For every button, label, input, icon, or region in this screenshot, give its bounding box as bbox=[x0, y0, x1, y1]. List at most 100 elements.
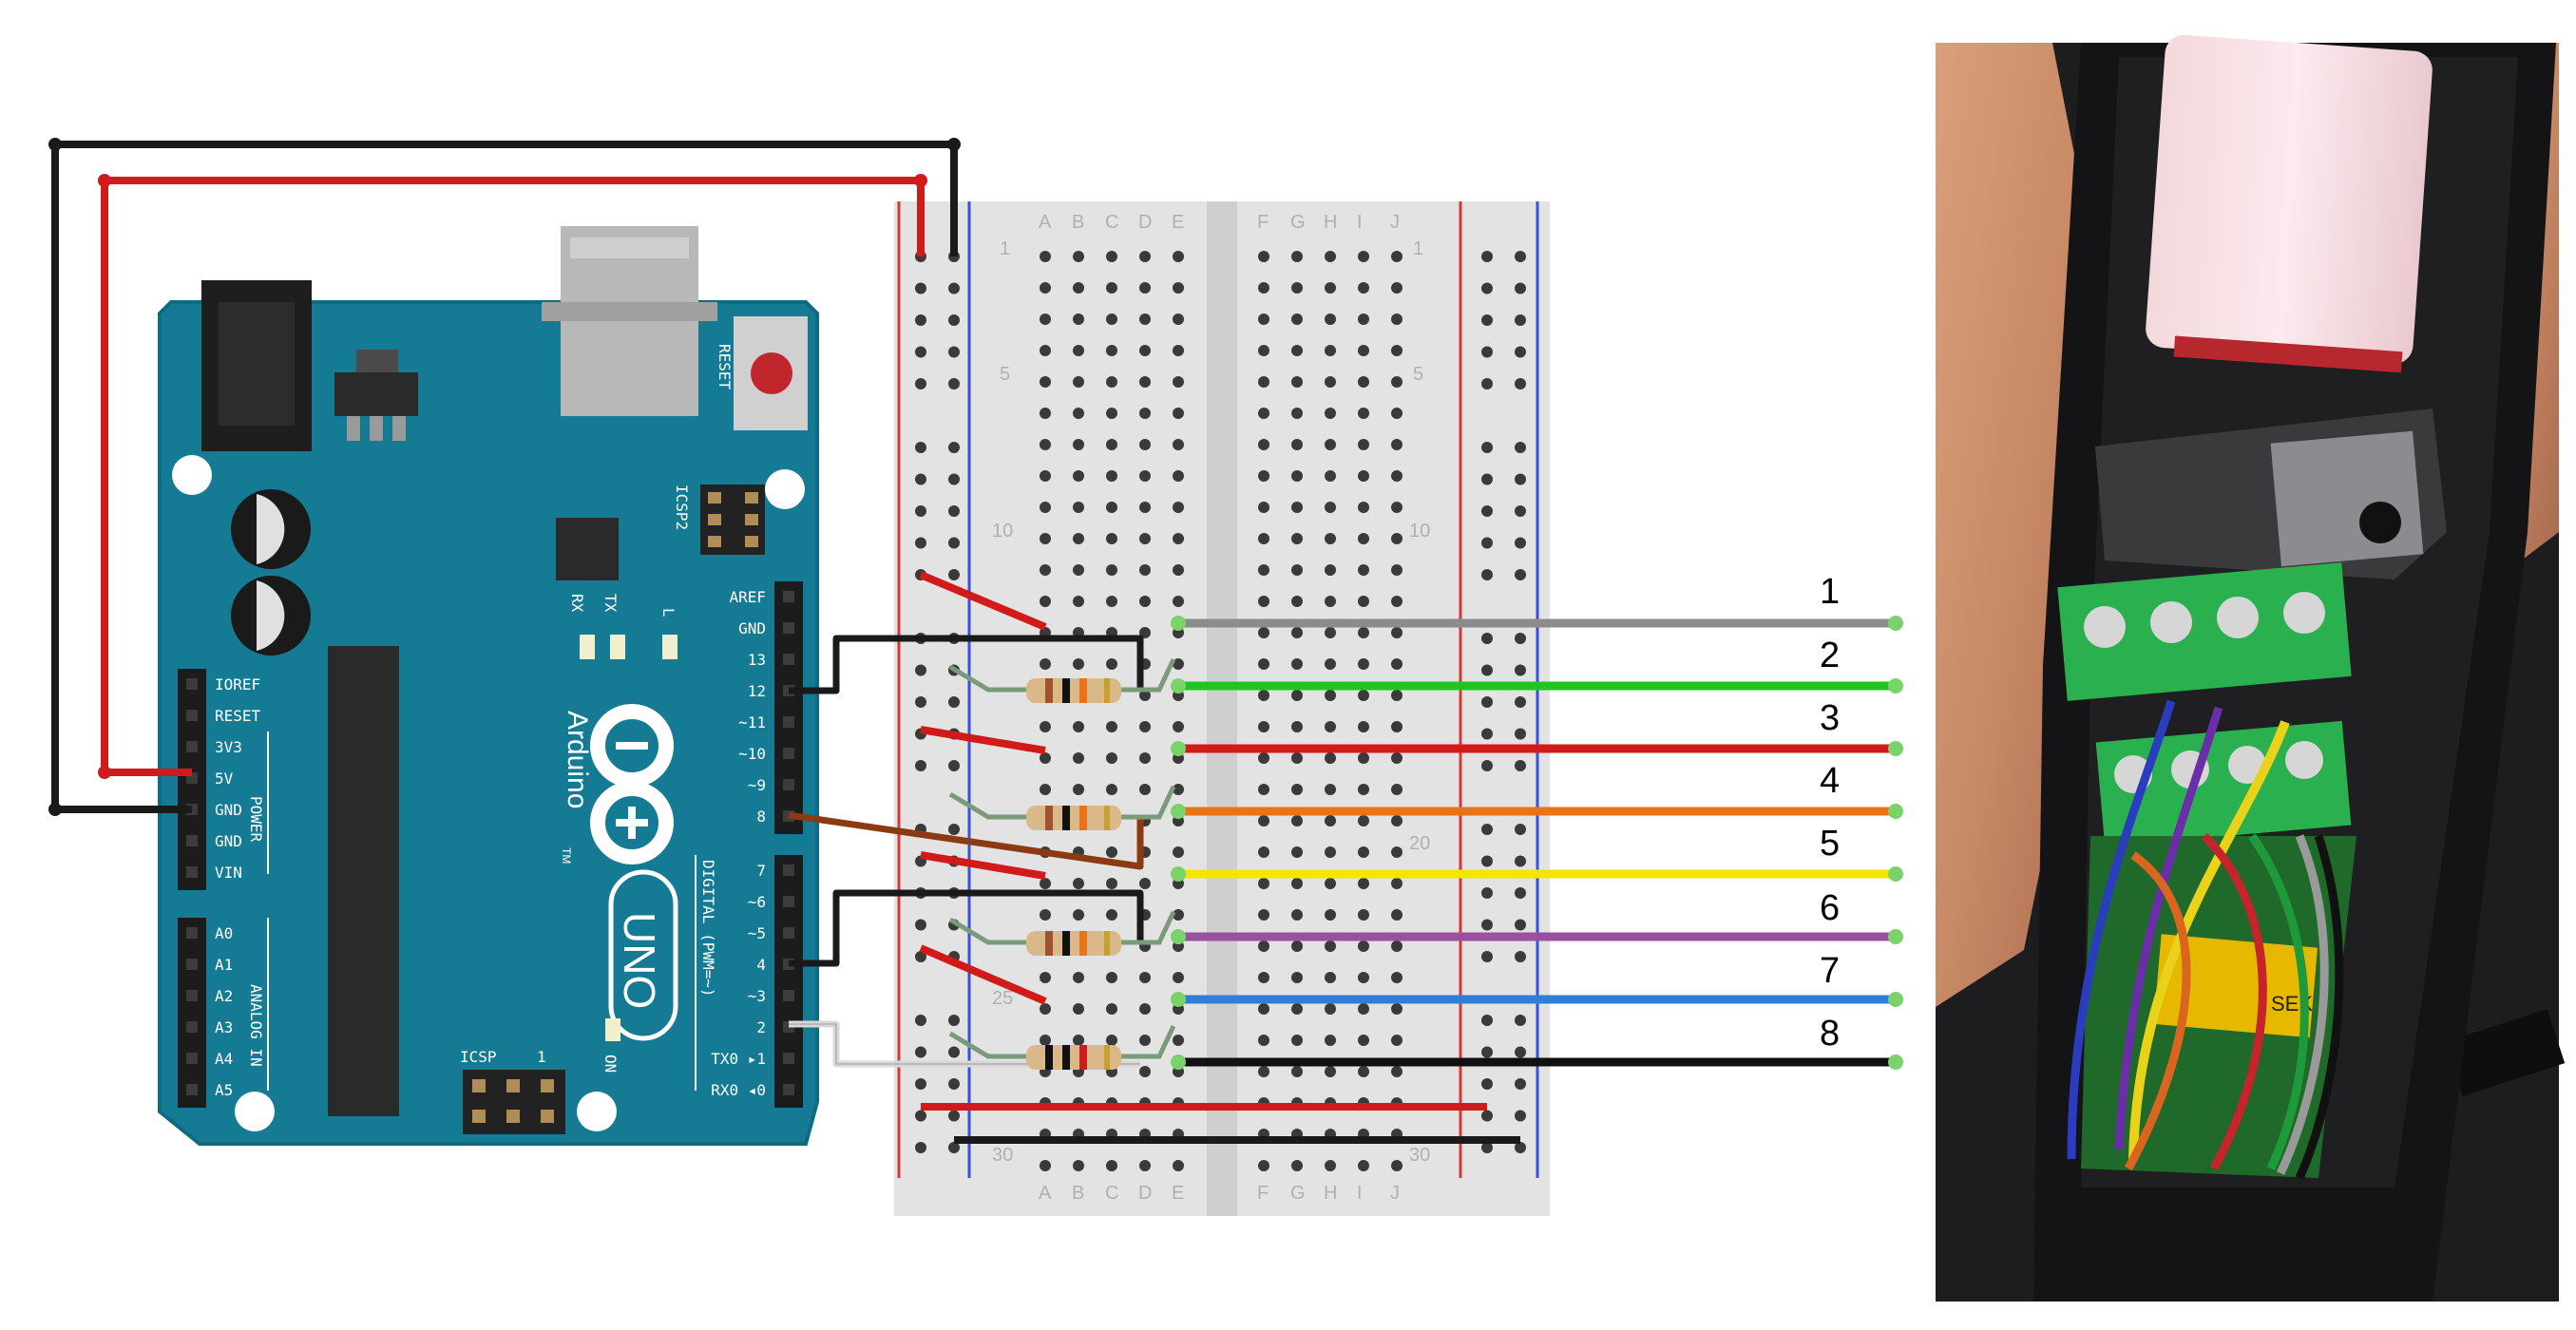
breadboard-hole bbox=[1139, 502, 1151, 513]
breadboard-hole bbox=[1391, 784, 1402, 795]
resistor-band bbox=[1045, 678, 1053, 703]
resistor-band bbox=[1079, 1045, 1087, 1070]
rail-hole bbox=[1515, 569, 1526, 580]
rail-hole bbox=[1515, 282, 1526, 294]
column-letter: I bbox=[1357, 212, 1363, 233]
breadboard-hole bbox=[1040, 282, 1051, 294]
breadboard-hole bbox=[1173, 533, 1184, 544]
column-letter: G bbox=[1290, 1183, 1306, 1204]
header-pin bbox=[186, 741, 198, 752]
breadboard-hole bbox=[1291, 1003, 1303, 1015]
rail-hole bbox=[1481, 505, 1493, 517]
breadboard-hole bbox=[1040, 1160, 1051, 1171]
pin-label: A5 bbox=[215, 1081, 233, 1099]
breadboard-hole bbox=[1073, 376, 1084, 388]
breadboard-hole bbox=[1106, 251, 1117, 262]
breadboard-hole bbox=[1391, 940, 1402, 952]
reset-button[interactable] bbox=[734, 316, 808, 430]
resistor-band bbox=[1062, 678, 1070, 703]
breadboard-hole bbox=[1139, 376, 1151, 388]
wire-junction bbox=[98, 766, 111, 779]
breadboard-hole bbox=[1173, 784, 1184, 795]
breadboard-hole bbox=[1173, 408, 1184, 419]
wire-end-right bbox=[1888, 1054, 1903, 1070]
breadboard-hole bbox=[1358, 1035, 1369, 1046]
breadboard-hole bbox=[1139, 345, 1151, 356]
breadboard-hole bbox=[1391, 251, 1402, 262]
breadboard-hole bbox=[1173, 1160, 1184, 1171]
breadboard-hole bbox=[1391, 878, 1402, 889]
photo-wire-yellow bbox=[2128, 720, 2290, 1160]
arduino-logo bbox=[590, 704, 674, 864]
rail-hole bbox=[1481, 1110, 1493, 1122]
rail-hole bbox=[915, 1110, 926, 1122]
breadboard-hole bbox=[1291, 846, 1303, 858]
breadboard-hole bbox=[1173, 376, 1184, 388]
rail-hole bbox=[915, 282, 926, 294]
capacitor bbox=[231, 489, 311, 569]
metal-plate bbox=[2270, 430, 2424, 567]
breadboard-hole bbox=[1291, 502, 1303, 513]
header-pin bbox=[783, 927, 794, 939]
rail-hole bbox=[948, 346, 960, 358]
column-letter: A bbox=[1039, 212, 1052, 233]
row-number: 10 bbox=[1409, 521, 1430, 542]
breadboard-hole bbox=[1106, 658, 1117, 670]
header-pin bbox=[186, 927, 198, 939]
breadboard-hole bbox=[1258, 846, 1269, 858]
rail-hole bbox=[915, 473, 926, 485]
tx-label: TX bbox=[601, 594, 620, 613]
breadboard-hole bbox=[1358, 564, 1369, 576]
breadboard-holes bbox=[915, 251, 1526, 1171]
breadboard-hole bbox=[1106, 784, 1117, 795]
breadboard-hole bbox=[1173, 909, 1184, 921]
breadboard-hole bbox=[1258, 314, 1269, 325]
breadboard-hole bbox=[1106, 1003, 1117, 1015]
breadboard-hole bbox=[1291, 721, 1303, 732]
red-band bbox=[2173, 335, 2403, 373]
pin-label: 7 bbox=[756, 862, 766, 880]
breadboard-hole bbox=[1358, 314, 1369, 325]
breadboard-hole bbox=[1358, 533, 1369, 544]
header-strip bbox=[774, 855, 803, 1108]
column-letter: E bbox=[1172, 1183, 1184, 1204]
breadboard-hole bbox=[1106, 1160, 1117, 1171]
breadboard-hole bbox=[1325, 533, 1336, 544]
rail-hole bbox=[1481, 887, 1493, 899]
rail-hole bbox=[915, 1015, 926, 1026]
breadboard-hole bbox=[1073, 564, 1084, 576]
row-number: 1 bbox=[1413, 238, 1423, 259]
rail-hole bbox=[1481, 855, 1493, 867]
pin-label: 2 bbox=[756, 1018, 766, 1036]
pin-label: A2 bbox=[215, 987, 233, 1005]
breadboard-hole bbox=[1391, 972, 1402, 983]
breadboard-hole bbox=[1358, 1066, 1369, 1077]
breadboard-hole bbox=[1258, 972, 1269, 983]
header-pin bbox=[186, 959, 198, 970]
wire-end-right bbox=[1888, 866, 1903, 882]
wire-end-left bbox=[1171, 678, 1186, 694]
rail-hole bbox=[1515, 314, 1526, 326]
breadboard-hole bbox=[1325, 439, 1336, 450]
breadboard-hole bbox=[1291, 1160, 1303, 1171]
rail-hole bbox=[1515, 442, 1526, 453]
column-letter: G bbox=[1290, 212, 1306, 233]
breadboard-hole bbox=[1358, 846, 1369, 858]
pin-label: A4 bbox=[215, 1050, 233, 1068]
power-jumper bbox=[920, 726, 1046, 754]
column-letter: I bbox=[1357, 1183, 1363, 1204]
pin-label: 8 bbox=[756, 808, 766, 826]
mounting-hole bbox=[235, 1092, 275, 1131]
breadboard-hole bbox=[1139, 1035, 1151, 1046]
wire-number-1: 1 bbox=[1820, 572, 1840, 612]
breadboard-hole bbox=[1358, 815, 1369, 826]
header-pin bbox=[186, 990, 198, 1001]
rail-hole bbox=[1481, 1078, 1493, 1090]
rail-hole bbox=[948, 378, 960, 390]
breadboard-hole bbox=[1325, 314, 1336, 325]
column-letter: H bbox=[1324, 1183, 1337, 1204]
resistor-band bbox=[1045, 806, 1053, 830]
breadboard-hole bbox=[1291, 1066, 1303, 1077]
resistor-band bbox=[1062, 806, 1070, 830]
